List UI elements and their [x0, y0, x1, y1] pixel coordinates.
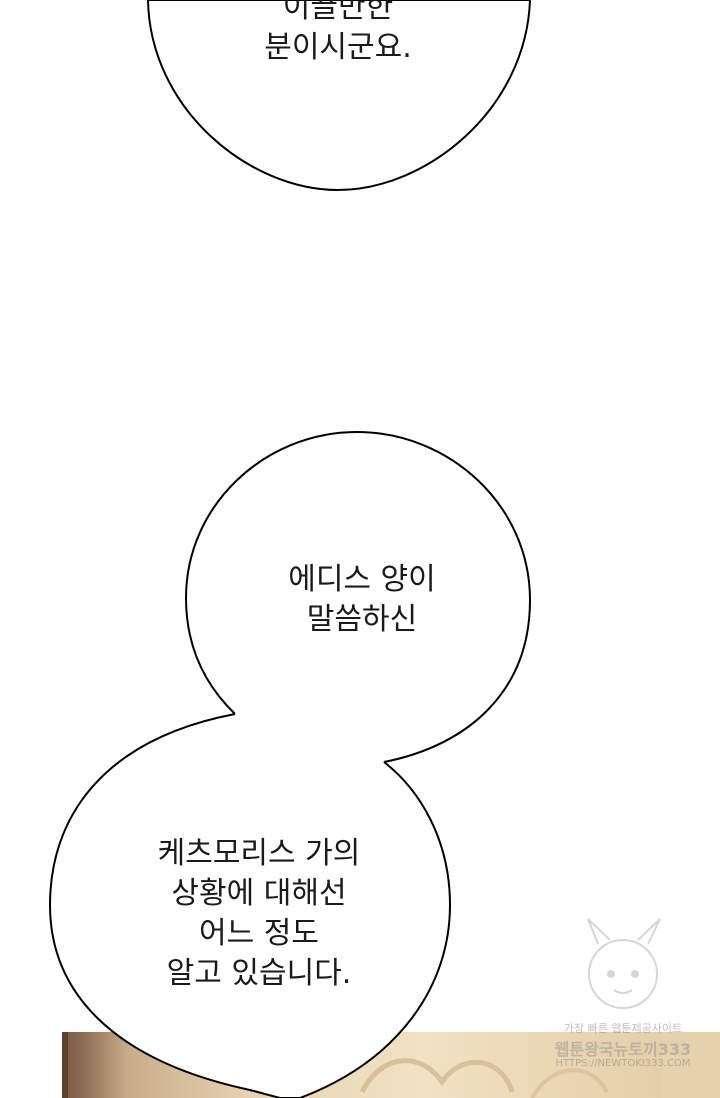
dialogue-line: 어느 정도 [199, 916, 319, 951]
speech-bubble-middle [184, 430, 532, 763]
watermark-url: HTTPS://NEWTOKI333.COM [555, 1058, 691, 1069]
ornament-decoration [359, 1032, 720, 1098]
dialogue-line: 상황에 대해선 [171, 876, 347, 911]
speech-bubble-bottom [48, 713, 452, 1098]
bubble-text-bottom: 케츠모리스 가의 상황에 대해선 어느 정도 알고 있습니다. [134, 834, 384, 994]
dialogue-line: 에디스 양이 [288, 562, 436, 597]
dialogue-line: 분이시군요. [264, 30, 412, 65]
dialogue-line: 알고 있습니다. [166, 956, 352, 991]
panel-frame [62, 1032, 68, 1098]
site-watermark: 가장 빠른 웹툰제공사이트 웹툰왕국뉴토끼333 HTTPS://NEWTOKI… [548, 914, 698, 1084]
speech-bubble-top [146, 0, 532, 192]
watermark-line-2: 웹툰왕국뉴토끼333 [554, 1040, 692, 1059]
dialogue-line: 말씀하신 [306, 602, 418, 637]
bubble-text-middle: 에디스 양이 말씀하신 [262, 560, 462, 640]
dialogue-line: 케츠모리스 가의 [157, 836, 361, 871]
bubble-text-top: 이끌만한 분이시군요. [238, 0, 438, 68]
dialogue-line: 이끌만한 [282, 0, 394, 25]
watermark-line-1: 가장 빠른 웹툰제공사이트 [563, 1022, 683, 1035]
mascot-icon [587, 918, 661, 1009]
